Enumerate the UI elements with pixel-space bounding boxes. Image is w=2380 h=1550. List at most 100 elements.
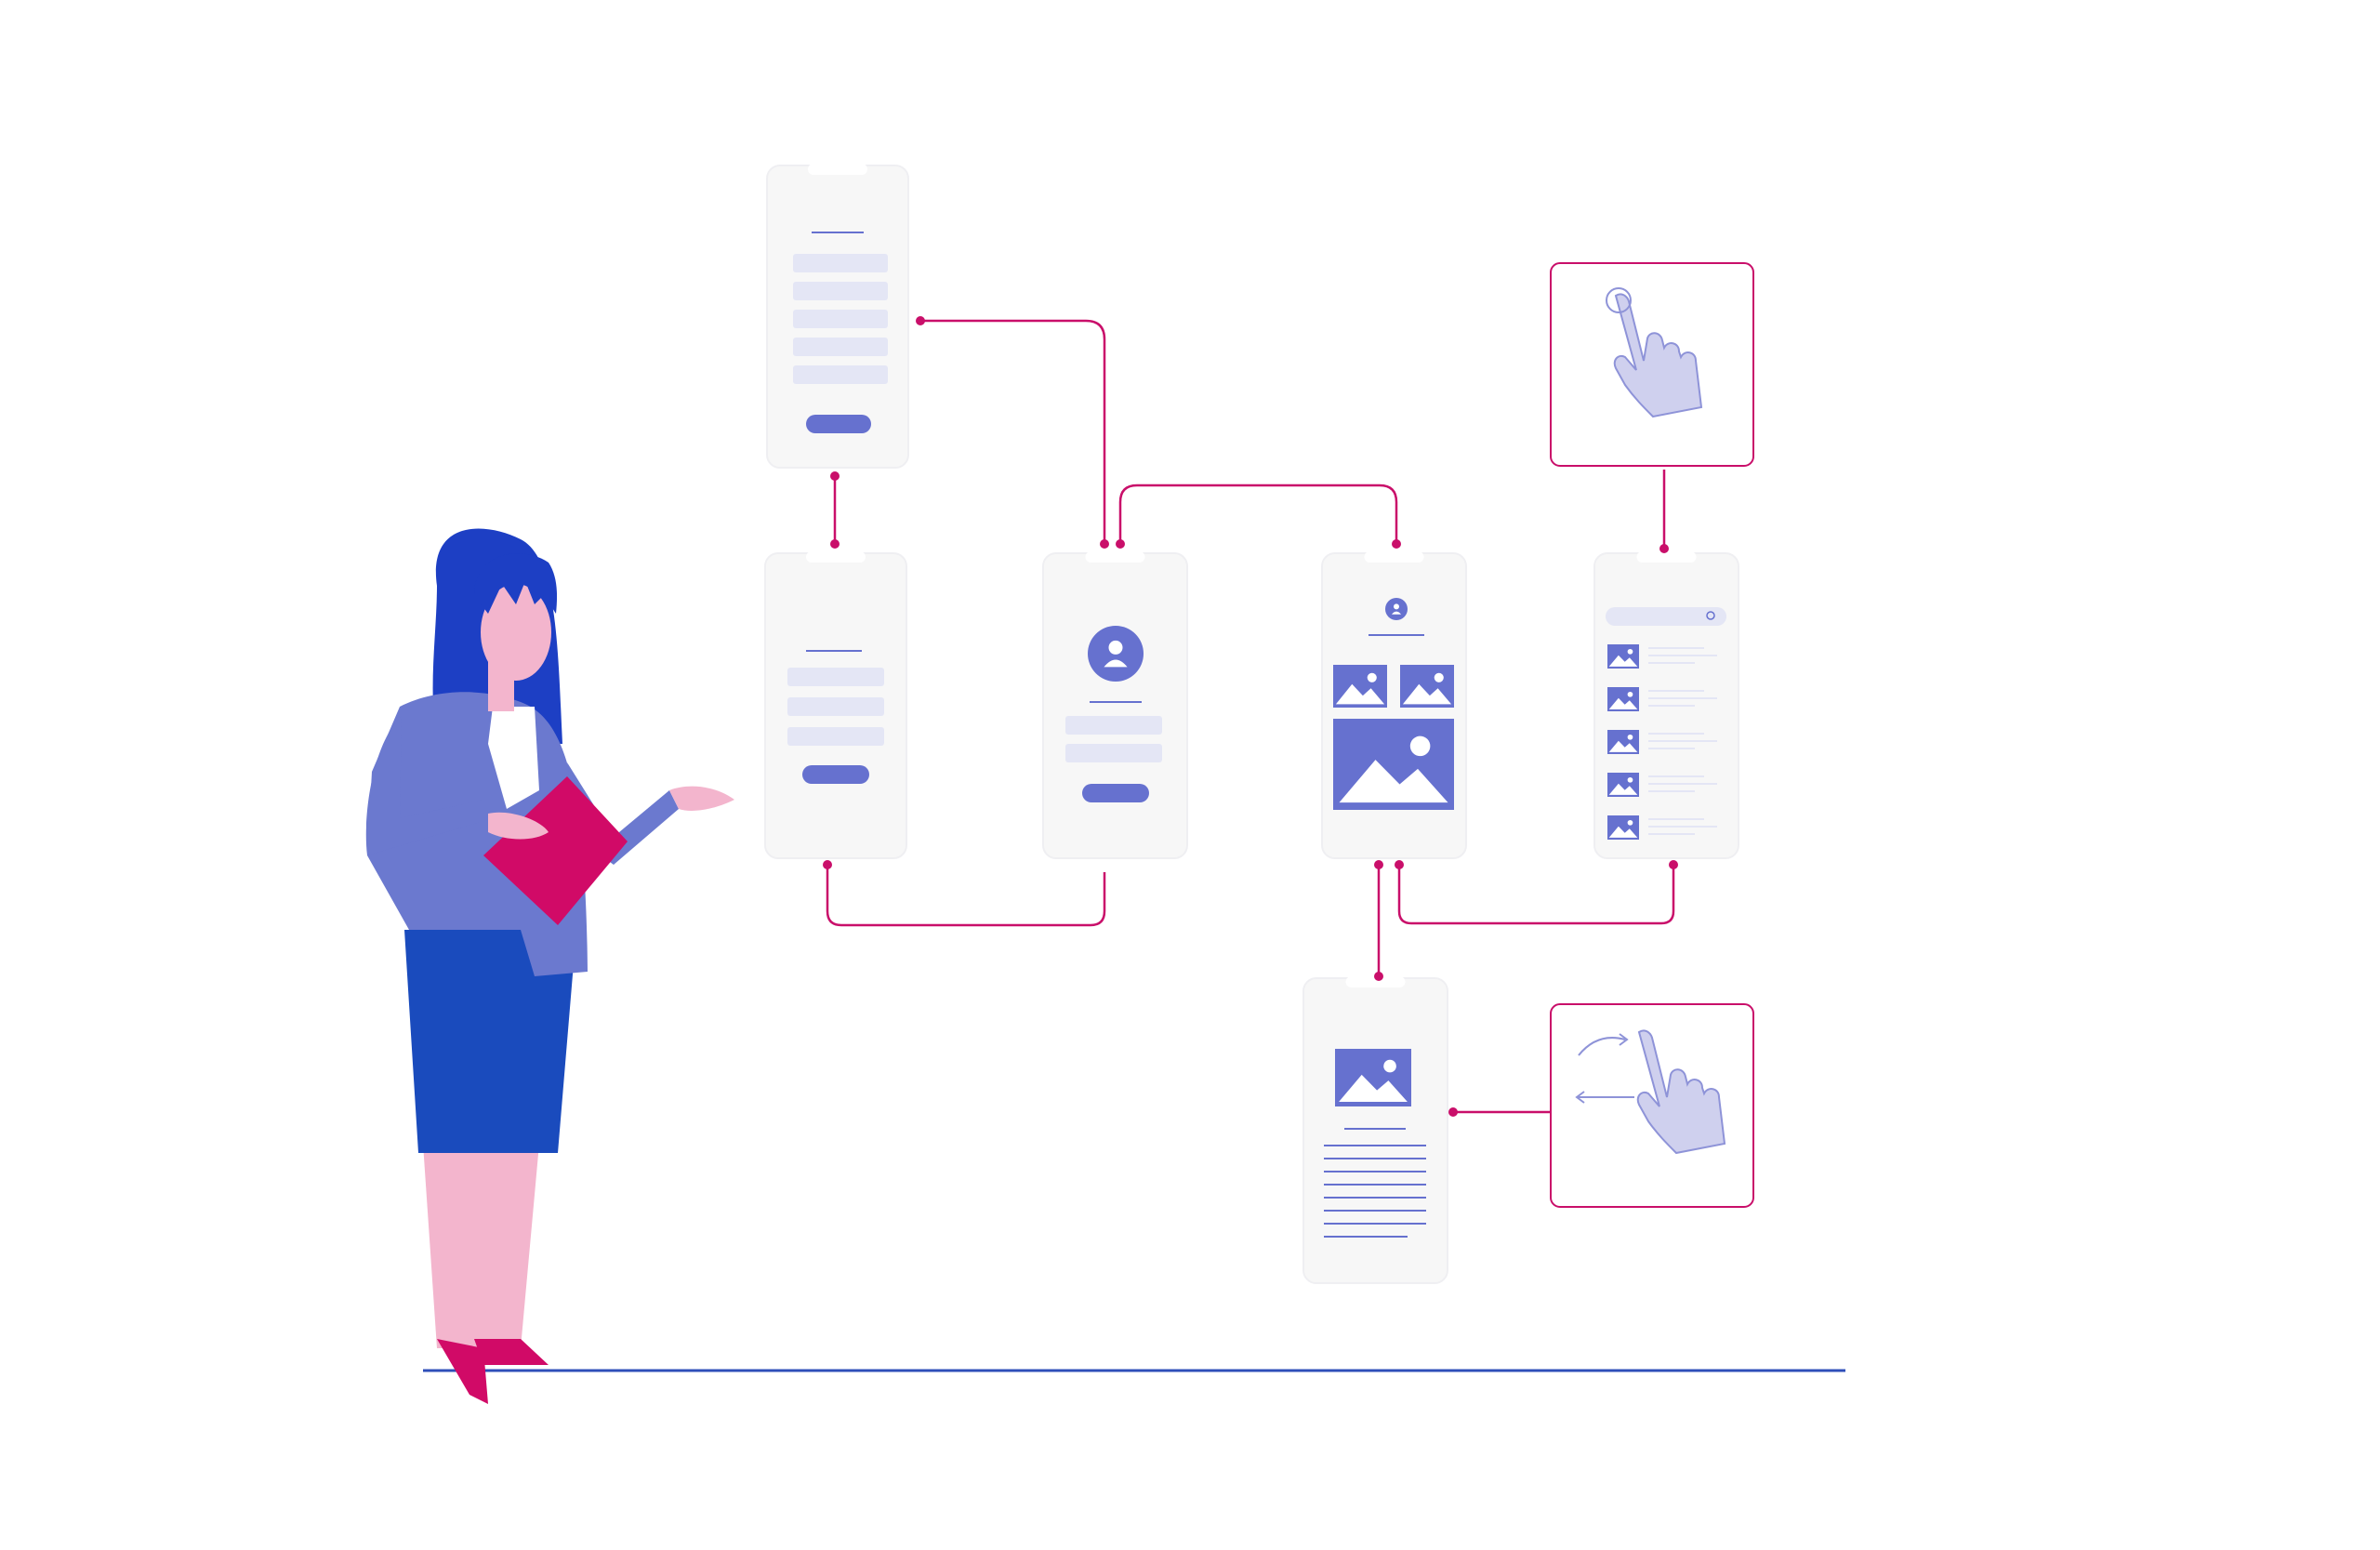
connector-dot [1395,860,1404,869]
phone-notch [1345,976,1406,987]
hero-image-icon [1333,719,1454,810]
phone-notch [808,164,867,175]
phone-notch [1364,551,1424,563]
password-field [1065,744,1162,762]
tap-hand-icon [1613,293,1703,418]
input-field [793,365,888,384]
right-shoe [474,1339,549,1365]
connector-dot [823,860,832,869]
wireframe-screens [764,164,1739,1284]
mountain-shape [1608,697,1638,709]
phone-notch [1085,551,1145,563]
sun-shape [1383,1059,1396,1073]
avatar-head [1108,640,1123,655]
connector-dot [1100,539,1109,549]
sun-shape [1409,735,1431,757]
connector-dots [823,316,1678,1117]
connector-line [1118,484,1398,544]
connector-dot [1448,1107,1458,1117]
connector-dot [830,539,840,549]
avatar-body [1391,611,1402,615]
list-thumbnail-icon [1607,815,1639,840]
sun-shape [1627,819,1633,826]
small-avatar-icon [1385,598,1408,620]
login-button-shape [1082,784,1149,802]
mountain-shape [1339,760,1448,803]
login-screen [1042,551,1188,859]
connector-line [920,319,1106,544]
hand-shape [1613,293,1703,418]
detail-screen [1302,976,1448,1284]
sun-shape [1367,672,1377,682]
avatar-head [1394,603,1399,610]
swipe-gesture-card [1550,1003,1754,1208]
woman-presenter-figure [365,528,734,1404]
thumbnail-icon [1400,665,1454,708]
sun-shape [1627,734,1633,740]
mountain-shape [1608,826,1638,838]
list-thumbnail-icon [1607,687,1639,711]
swipe-arrow-icon [1578,1037,1626,1056]
left-sleeve [365,716,493,855]
skirt [404,930,576,1153]
face [481,584,551,681]
phone-frame [1042,552,1188,859]
search-icon [1706,611,1715,620]
detail-image-icon [1335,1049,1411,1106]
swipe-hand-icon [1636,1029,1726,1155]
mountain-shape [1608,740,1638,752]
right-hand [669,786,734,811]
sun-shape [1434,672,1444,682]
mountain-shape [1608,655,1638,667]
hair-bangs [474,553,558,614]
connector-dot [916,316,925,325]
username-field [1065,716,1162,735]
input-field [793,310,888,328]
left-hand [488,812,549,840]
submit-button-shape [806,415,871,433]
thumbnail-icon [1333,665,1387,708]
input-field [793,282,888,300]
sun-shape [1627,776,1633,783]
connector-dot [1669,860,1678,869]
connector-dot [830,471,840,481]
connector-dot [1392,539,1401,549]
arrow-head-icon [1575,1091,1585,1104]
list-thumbnail-icon [1607,730,1639,754]
search-bar [1606,607,1726,626]
connector-dot [1374,860,1383,869]
mountain-shape [1608,783,1638,795]
list-thumbnail-icon [1607,773,1639,797]
form-screen [764,551,907,859]
connector-dot [1659,544,1669,553]
arrow-head-icon [1619,1033,1629,1046]
connector-line [826,865,1106,927]
sun-shape [1627,691,1633,697]
mountain-shape [1339,1074,1408,1103]
input-field [793,338,888,356]
list-thumbnail-icon [1607,644,1639,669]
avatar-body [1104,659,1128,668]
input-field [787,668,884,686]
input-field [787,727,884,746]
input-field [793,254,888,272]
tap-gesture-card [1550,262,1754,467]
user-avatar-icon [1088,626,1144,682]
phone-notch [1636,551,1697,563]
connector-dot [1374,972,1383,981]
list-screen [1593,551,1739,859]
connector-dot [1116,539,1125,549]
gallery-screen [1321,551,1467,859]
hand-shape [1636,1029,1726,1155]
tap-ripple-icon [1606,287,1632,313]
submit-button-shape [802,765,869,784]
clipboard [483,776,628,925]
input-field [787,697,884,716]
form-screen-top [766,164,909,469]
flow-connectors [826,319,1675,1114]
left-shoe [437,1339,488,1404]
sun-shape [1627,648,1633,655]
phone-notch [806,551,866,563]
right-leg [474,1144,539,1348]
